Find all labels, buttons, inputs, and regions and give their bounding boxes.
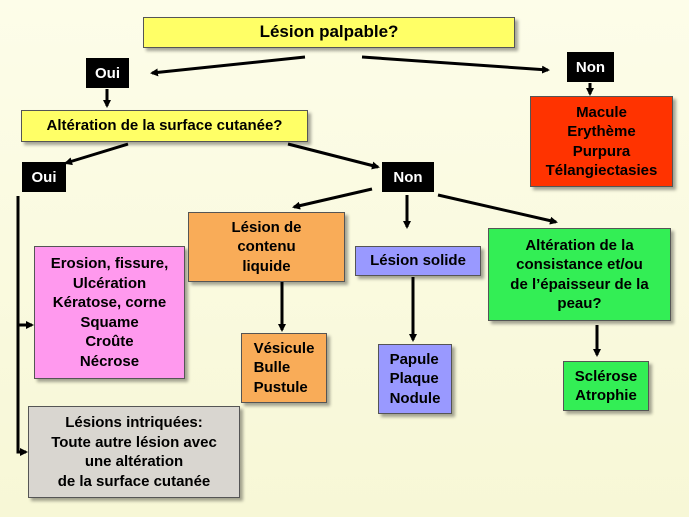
text-line: Lésion de xyxy=(231,218,302,236)
solid-lesion-box: Lésion solide xyxy=(355,246,481,276)
text-line: Erythème xyxy=(567,123,636,140)
text-line: Nodule xyxy=(389,389,441,407)
text-line: Pustule xyxy=(253,378,308,396)
text-line: Télangiectasies xyxy=(545,162,658,179)
text-line: Lésions intriquées: xyxy=(65,414,203,431)
text-line: Sclérose xyxy=(574,367,638,385)
arrow-non-to-liquid xyxy=(292,187,373,210)
text-line: Erosion, fissure, xyxy=(50,255,169,272)
non-label-1: Non xyxy=(567,52,614,82)
text-line: de l’épaisseur de la xyxy=(510,275,649,293)
arrow-surface-to-oui xyxy=(64,142,129,166)
text-line: Toute autre lésion avec xyxy=(51,433,217,451)
root-question-box: Lésion palpable? xyxy=(143,17,515,48)
text-line: Macule xyxy=(576,103,627,121)
text-line: Altération de la surface cutanée? xyxy=(46,117,283,135)
intricate-lesions-box: Lésions intriquées: Toute autre lésion av… xyxy=(28,406,240,498)
text-line: Plaque xyxy=(389,370,439,388)
text-line: Croûte xyxy=(85,333,134,350)
surface-question-text: Altération de la surface cutanée? xyxy=(47,116,283,136)
root-question-text: Lésion palpable? xyxy=(260,21,399,43)
text-line: Nécrose xyxy=(79,352,140,370)
oui-label-2: Oui xyxy=(22,162,66,192)
text-line: contenu xyxy=(237,238,296,256)
consistency-question-text: Altération de la consistance et/ou de l’ép… xyxy=(510,236,648,314)
arrow-surface-to-non xyxy=(287,142,380,170)
solid-lesion-text: Lésion solide xyxy=(370,251,466,271)
text-line: Ulcération xyxy=(72,274,147,292)
text-line: de la surface cutanée xyxy=(57,472,211,490)
consistency-question-box: Altération de la consistance et/ou de l’ép… xyxy=(488,228,671,321)
text-line: liquide xyxy=(242,257,291,275)
text-line: peau? xyxy=(557,295,602,312)
arrow-root-to-non xyxy=(361,55,550,74)
text-line: Atrophie xyxy=(575,387,637,404)
text-line: Bulle xyxy=(253,359,291,377)
text-line: consistance et/ou xyxy=(516,256,643,273)
text-line: Lésion palpable? xyxy=(259,22,399,42)
text-line: Vésicule xyxy=(253,339,315,357)
text-line: Altération de la xyxy=(525,236,634,254)
text-line: Squame xyxy=(80,313,139,331)
text-line: une altération xyxy=(84,453,184,470)
oui-label-1: Oui xyxy=(86,58,129,88)
text-line: Papule xyxy=(389,350,439,368)
text-line: Purpura xyxy=(572,142,631,160)
intricate-lesions-text: Lésions intriquées: Toute autre lésion av… xyxy=(51,413,217,491)
non-label-2: Non xyxy=(382,162,434,192)
arrow-non-to-consistency xyxy=(437,193,558,225)
text-line: Kératose, corne xyxy=(52,294,167,311)
arrow-root-to-oui xyxy=(150,55,306,77)
text-line: Lésion solide xyxy=(370,252,466,270)
surface-question-box: Altération de la surface cutanée? xyxy=(21,110,308,142)
